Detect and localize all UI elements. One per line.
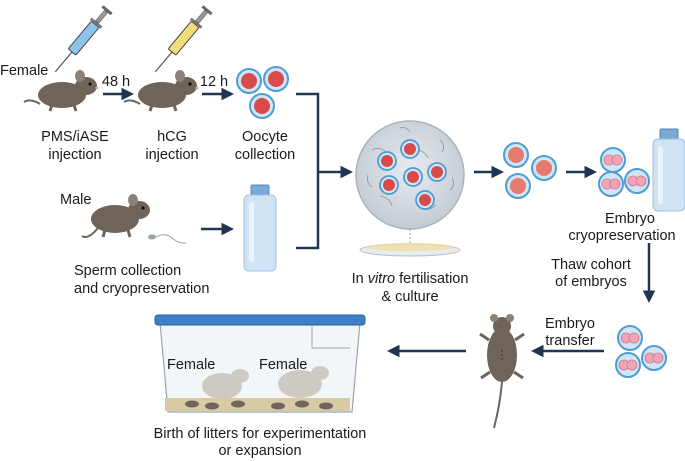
embryo-storage-bottle-icon [652,128,685,212]
label-ivf-line2: & culture [381,289,439,305]
label-ivf-prefix: In [351,271,368,287]
label-birth-line2: or expansion [218,443,302,459]
male-mouse-icon [81,194,150,238]
fertilised-oocytes [503,142,557,199]
label-oocyte-line1: Oocyte [242,129,288,145]
label-hcg-line1: hCG [157,129,187,145]
mouse-cage [154,314,366,413]
label-embryo-cryo-line1: Embryo [605,211,655,227]
label-48h: 48 h [101,74,131,90]
label-cage-female-2: Female [259,357,308,373]
label-sperm-line1: Sperm collection [74,263,182,279]
bracket-to-ivf [296,92,348,250]
flow-arrows [103,87,656,358]
label-male: Male [60,192,92,208]
label-pms-line2: injection [48,147,102,163]
recipient-mouse-icon [479,314,525,429]
label-12h: 12 h [199,74,229,90]
female-mouse-icon-1 [23,70,99,112]
ivf-culture-dish [355,120,465,257]
syringe-icon-pms [54,5,113,73]
label-female-top: Female [0,63,49,79]
sperm-storage-bottle-icon [243,184,277,272]
label-transfer-line2: transfer [545,333,595,349]
label-thaw-line1: Thaw cohort [551,257,631,273]
label-cage-female-1: Female [167,357,216,373]
syringe-icon-hcg [154,5,213,73]
label-oocyte-line2: collection [234,147,296,163]
embryos-thawed [615,325,667,378]
label-ivf-italic: vitro [367,271,396,287]
embryos-cryo [598,147,650,197]
label-birth-line1: Birth of litters for experimentation [153,426,367,442]
label-hcg-line2: injection [145,147,199,163]
label-pms-line1: PMS/iASE [41,129,109,145]
oocyte-cluster [236,66,289,119]
label-ivf-suffix: fertilisation [395,271,469,287]
female-mouse-icon-2 [123,70,199,112]
label-sperm-line2: and cryopreservation [74,281,210,297]
label-thaw-line2: of embryos [555,274,627,290]
label-embryo-cryo-line2: cryopreservation [568,228,676,244]
sperm-icon [148,234,187,244]
label-transfer-line1: Embryo [545,316,595,332]
label-ivf-line1: In vitro fertilisation [330,270,490,288]
